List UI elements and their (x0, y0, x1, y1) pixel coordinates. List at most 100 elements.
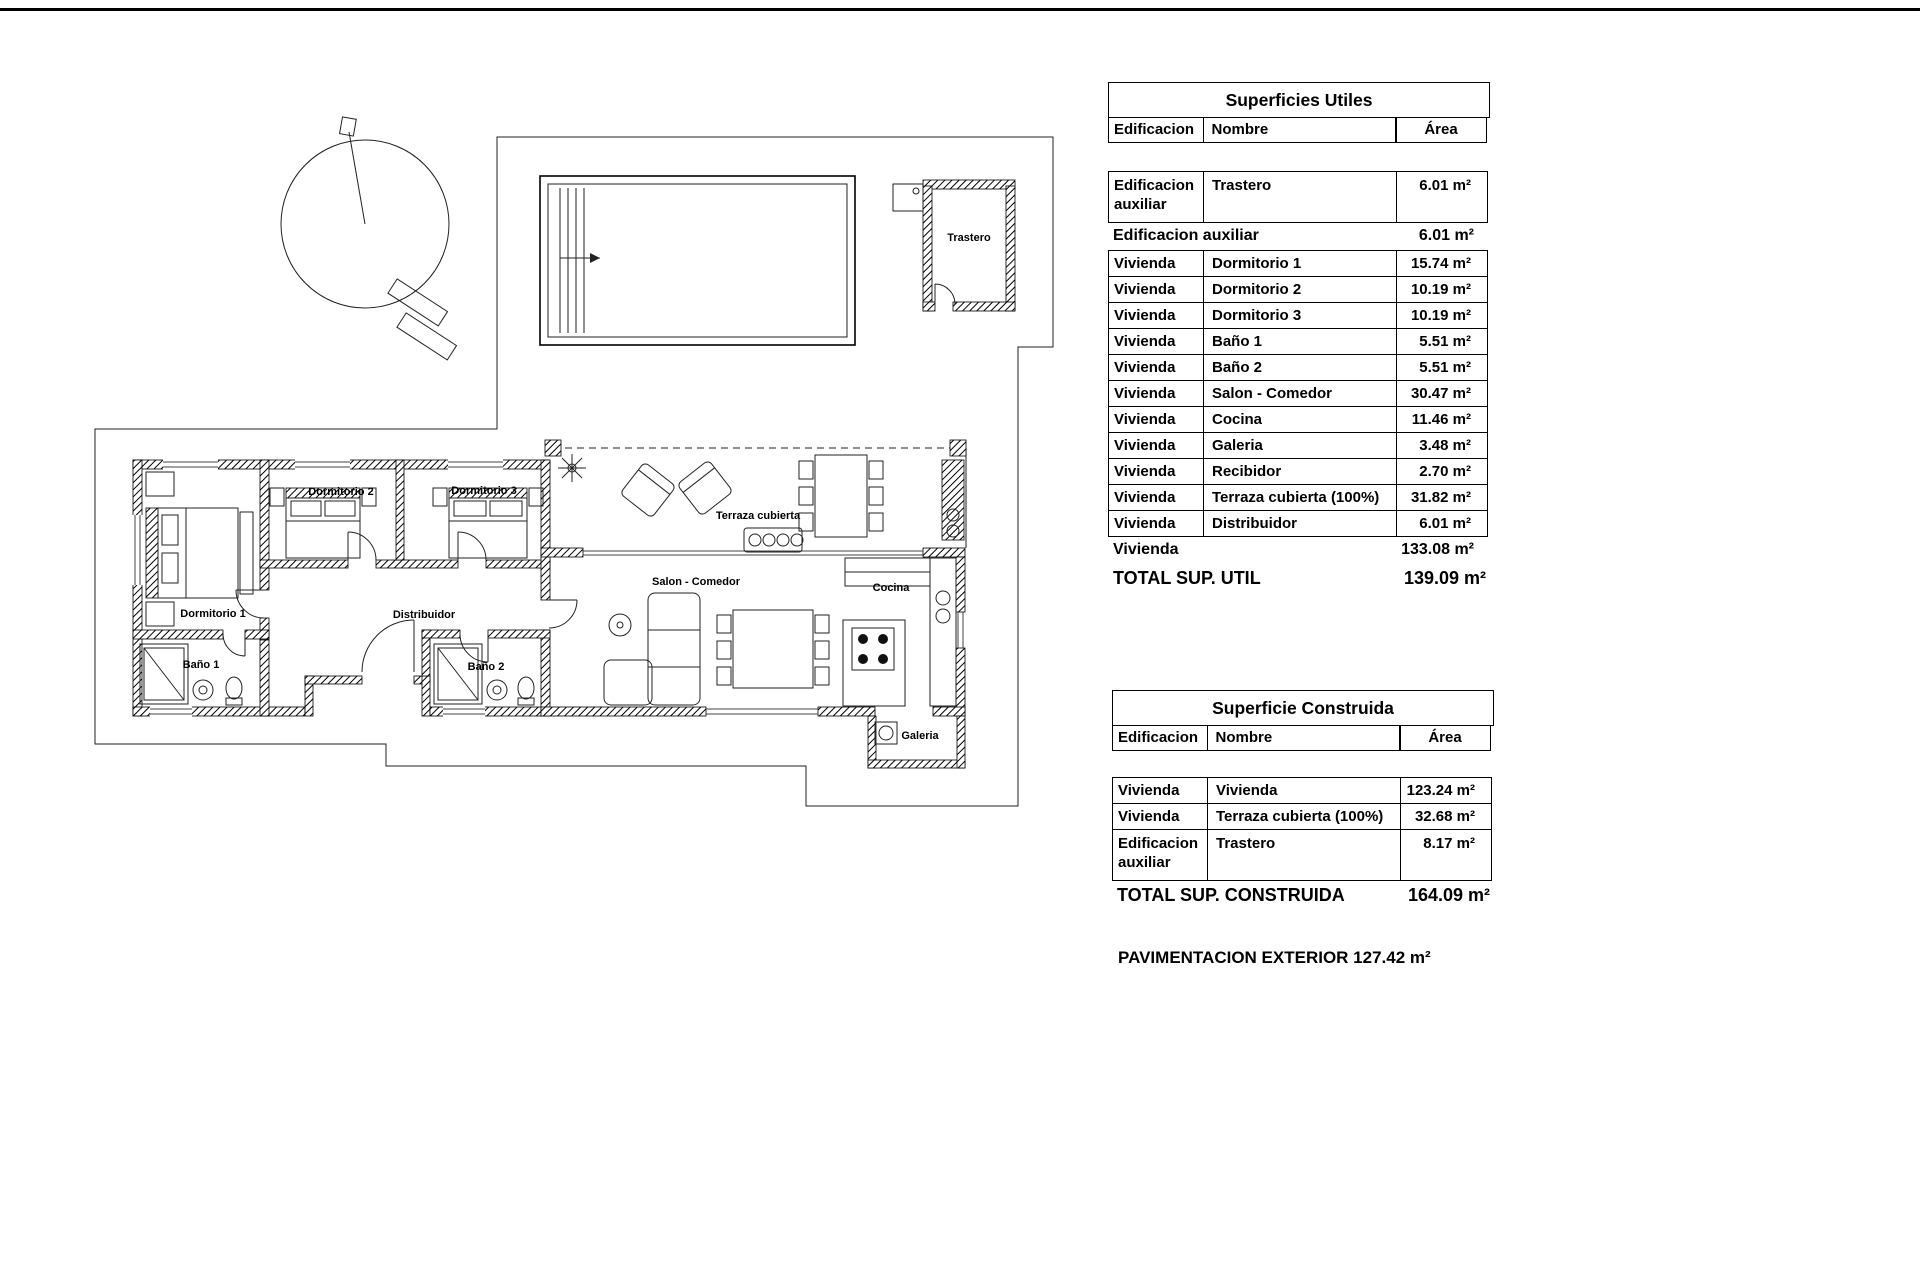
cell-nombre: Trastero (1203, 170, 1397, 223)
cell-nombre: Galeria (1203, 431, 1397, 459)
header-nombre: Nombre (1202, 116, 1397, 143)
room-label-salon: Salon - Comedor (652, 576, 741, 588)
cell-edificacion: Vivienda (1108, 327, 1204, 355)
cell-area: 8.17 m² (1400, 828, 1492, 881)
superficie-construida-table: Superficie Construida Edificacion Nombre… (1112, 690, 1494, 911)
header-edificacion: Edificacion (1112, 724, 1208, 751)
room-label-bano1: Baño 1 (183, 659, 220, 671)
cell-edificacion: Vivienda (1108, 405, 1204, 433)
cell-nombre: Baño 1 (1203, 327, 1397, 355)
cell-edificacion: Vivienda (1108, 275, 1204, 303)
cell-area: 11.46 m² (1396, 405, 1488, 433)
table-row: Edificacion auxiliar Trastero 6.01 m² (1108, 170, 1490, 223)
dormitorio2-furniture (269, 487, 377, 559)
cell-area: 10.19 m² (1396, 275, 1488, 303)
table-row: Vivienda Dormitorio 2 10.19 m² (1108, 275, 1490, 303)
trastero-room (892, 179, 1016, 312)
construida-title: Superficie Construida (1112, 690, 1494, 726)
table-row: Vivienda Dormitorio 3 10.19 m² (1108, 301, 1490, 329)
table-row: Vivienda Vivienda 123.24 m² (1112, 776, 1494, 804)
header-area: Área (1399, 724, 1491, 751)
header-nombre: Nombre (1206, 724, 1401, 751)
cell-edificacion: Vivienda (1108, 509, 1204, 537)
cell-edificacion: Vivienda (1108, 457, 1204, 485)
galeria-fixtures (874, 721, 898, 745)
room-label-galeria: Galeria (901, 730, 939, 742)
table-row: Edificacion auxiliar Trastero 8.17 m² (1112, 828, 1494, 881)
room-label-dormitorio2: Dormitorio 2 (308, 486, 373, 498)
table-row: Vivienda Terraza cubierta (100%) 31.82 m… (1108, 483, 1490, 511)
total-label: TOTAL SUP. UTIL (1113, 568, 1261, 588)
subtotal-edificacion-auxiliar: Edificacion auxiliar 6.01 m² (1108, 223, 1490, 250)
total-label: TOTAL SUP. CONSTRUIDA (1117, 885, 1345, 905)
tree-symbol (280, 116, 450, 309)
pavimentacion-exterior-note: PAVIMENTACION EXTERIOR 127.42 m² (1118, 948, 1431, 967)
parcel-boundary (94, 136, 1054, 807)
room-label-terraza: Terraza cubierta (716, 510, 801, 522)
sheet-top-rule (0, 8, 1920, 11)
cell-area: 5.51 m² (1396, 327, 1488, 355)
cell-edificacion: Edificacion auxiliar (1108, 170, 1204, 223)
windows (132, 459, 964, 717)
total-value: 139.09 m² (1403, 568, 1486, 588)
table-row: Vivienda Galeria 3.48 m² (1108, 431, 1490, 459)
door-swings (222, 531, 578, 673)
cell-edificacion: Edificacion auxiliar (1112, 828, 1208, 881)
cell-area: 123.24 m² (1400, 776, 1492, 804)
room-labels: Trastero Dormitorio 2 Dormitorio 3 Terra… (180, 232, 991, 742)
room-label-bano2: Baño 2 (468, 661, 505, 673)
dormitorio3-furniture (432, 487, 544, 559)
header-area: Área (1395, 116, 1487, 143)
room-label-cocina: Cocina (873, 582, 911, 594)
cell-nombre: Salon - Comedor (1203, 379, 1397, 407)
table-row: Vivienda Baño 1 5.51 m² (1108, 327, 1490, 355)
cell-edificacion: Vivienda (1112, 776, 1208, 804)
cell-area: 31.82 m² (1396, 483, 1488, 511)
room-label-trastero: Trastero (947, 232, 991, 244)
floor-plan-drawing: Trastero Dormitorio 2 Dormitorio 3 Terra… (94, 116, 1054, 807)
cell-nombre: Vivienda (1207, 776, 1401, 804)
cell-edificacion: Vivienda (1112, 802, 1208, 830)
total-sup-construida: TOTAL SUP. CONSTRUIDA 164.09 m² (1112, 881, 1494, 911)
table-row: Vivienda Recibidor 2.70 m² (1108, 457, 1490, 485)
superficies-utiles-table: Superficies Utiles Edificacion Nombre Ár… (1108, 82, 1490, 594)
room-label-dormitorio3: Dormitorio 3 (451, 485, 516, 497)
pool (539, 175, 856, 346)
cell-area: 3.48 m² (1396, 431, 1488, 459)
subtotal-label: Edificacion auxiliar (1113, 227, 1259, 244)
cell-area: 6.01 m² (1396, 509, 1488, 537)
construida-header-row: Edificacion Nombre Área (1112, 724, 1494, 751)
cell-edificacion: Vivienda (1108, 353, 1204, 381)
cell-nombre: Terraza cubierta (100%) (1203, 483, 1397, 511)
terraza-furniture (558, 454, 884, 553)
cell-area: 32.68 m² (1400, 802, 1492, 830)
salon-furniture (603, 592, 830, 706)
dormitorio1-furniture (145, 471, 254, 627)
table-row: Vivienda Cocina 11.46 m² (1108, 405, 1490, 433)
sun-loungers (387, 278, 458, 361)
total-value: 164.09 m² (1407, 885, 1490, 905)
cell-area: 6.01 m² (1396, 170, 1488, 223)
total-sup-util: TOTAL SUP. UTIL 139.09 m² (1108, 564, 1490, 594)
cell-area: 30.47 m² (1396, 379, 1488, 407)
plant-icon (558, 454, 586, 482)
bano1-fixtures (139, 643, 243, 706)
cell-nombre: Dormitorio 2 (1203, 275, 1397, 303)
cell-area: 10.19 m² (1396, 301, 1488, 329)
terraza-structure (544, 439, 967, 548)
table-row: Vivienda Distribuidor 6.01 m² (1108, 509, 1490, 537)
subtotal-value: 133.08 m² (1401, 541, 1474, 558)
cell-area: 5.51 m² (1396, 353, 1488, 381)
table-row: Vivienda Dormitorio 1 15.74 m² (1108, 249, 1490, 277)
cell-edificacion: Vivienda (1108, 249, 1204, 277)
cell-nombre: Distribuidor (1203, 509, 1397, 537)
cell-nombre: Baño 2 (1203, 353, 1397, 381)
house-walls (132, 459, 966, 769)
cell-edificacion: Vivienda (1108, 431, 1204, 459)
utiles-title: Superficies Utiles (1108, 82, 1490, 118)
cell-nombre: Terraza cubierta (100%) (1207, 802, 1401, 830)
subtotal-value: 6.01 m² (1418, 227, 1474, 244)
header-edificacion: Edificacion (1108, 116, 1204, 143)
room-label-dormitorio1: Dormitorio 1 (180, 608, 245, 620)
cell-nombre: Dormitorio 1 (1203, 249, 1397, 277)
